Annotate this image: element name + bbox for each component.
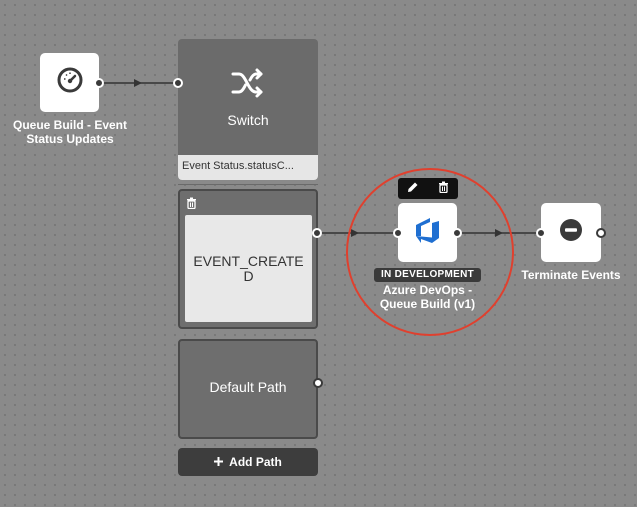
terminate-output-port[interactable] bbox=[596, 228, 606, 238]
minus-circle-icon bbox=[559, 218, 583, 247]
terminate-label: Terminate Events bbox=[521, 268, 621, 282]
speedometer-icon bbox=[56, 66, 84, 99]
switch-condition[interactable]: Event Status.statusC... bbox=[178, 155, 318, 180]
trash-icon[interactable] bbox=[186, 196, 197, 214]
connector-arrow bbox=[134, 79, 142, 87]
path-event-created-label: EVENT_CREATED bbox=[185, 215, 312, 322]
switch-node[interactable]: Switch Event Status.statusC... bbox=[178, 39, 318, 180]
path-default[interactable]: Default Path bbox=[178, 339, 318, 439]
shuffle-icon bbox=[230, 66, 266, 105]
terminate-input-port[interactable] bbox=[536, 228, 546, 238]
queue-build-label: Queue Build - Event Status Updates bbox=[12, 118, 127, 146]
terminate-node[interactable] bbox=[541, 203, 601, 262]
queue-build-output-port[interactable] bbox=[94, 78, 104, 88]
switch-input-port[interactable] bbox=[173, 78, 183, 88]
switch-title: Switch bbox=[227, 112, 269, 128]
add-path-button[interactable]: Add Path bbox=[178, 448, 318, 476]
plus-icon bbox=[214, 455, 224, 469]
queue-build-node[interactable] bbox=[40, 53, 99, 112]
event-created-output-port[interactable] bbox=[312, 228, 322, 238]
default-path-label: Default Path bbox=[209, 379, 287, 395]
highlight-circle bbox=[346, 168, 514, 336]
path-event-created[interactable]: EVENT_CREATED bbox=[178, 189, 318, 329]
default-path-output-port[interactable] bbox=[313, 378, 323, 388]
switch-divider bbox=[178, 184, 318, 185]
switch-condition-text: Event Status.statusC... bbox=[182, 160, 294, 172]
add-path-label: Add Path bbox=[229, 455, 282, 469]
